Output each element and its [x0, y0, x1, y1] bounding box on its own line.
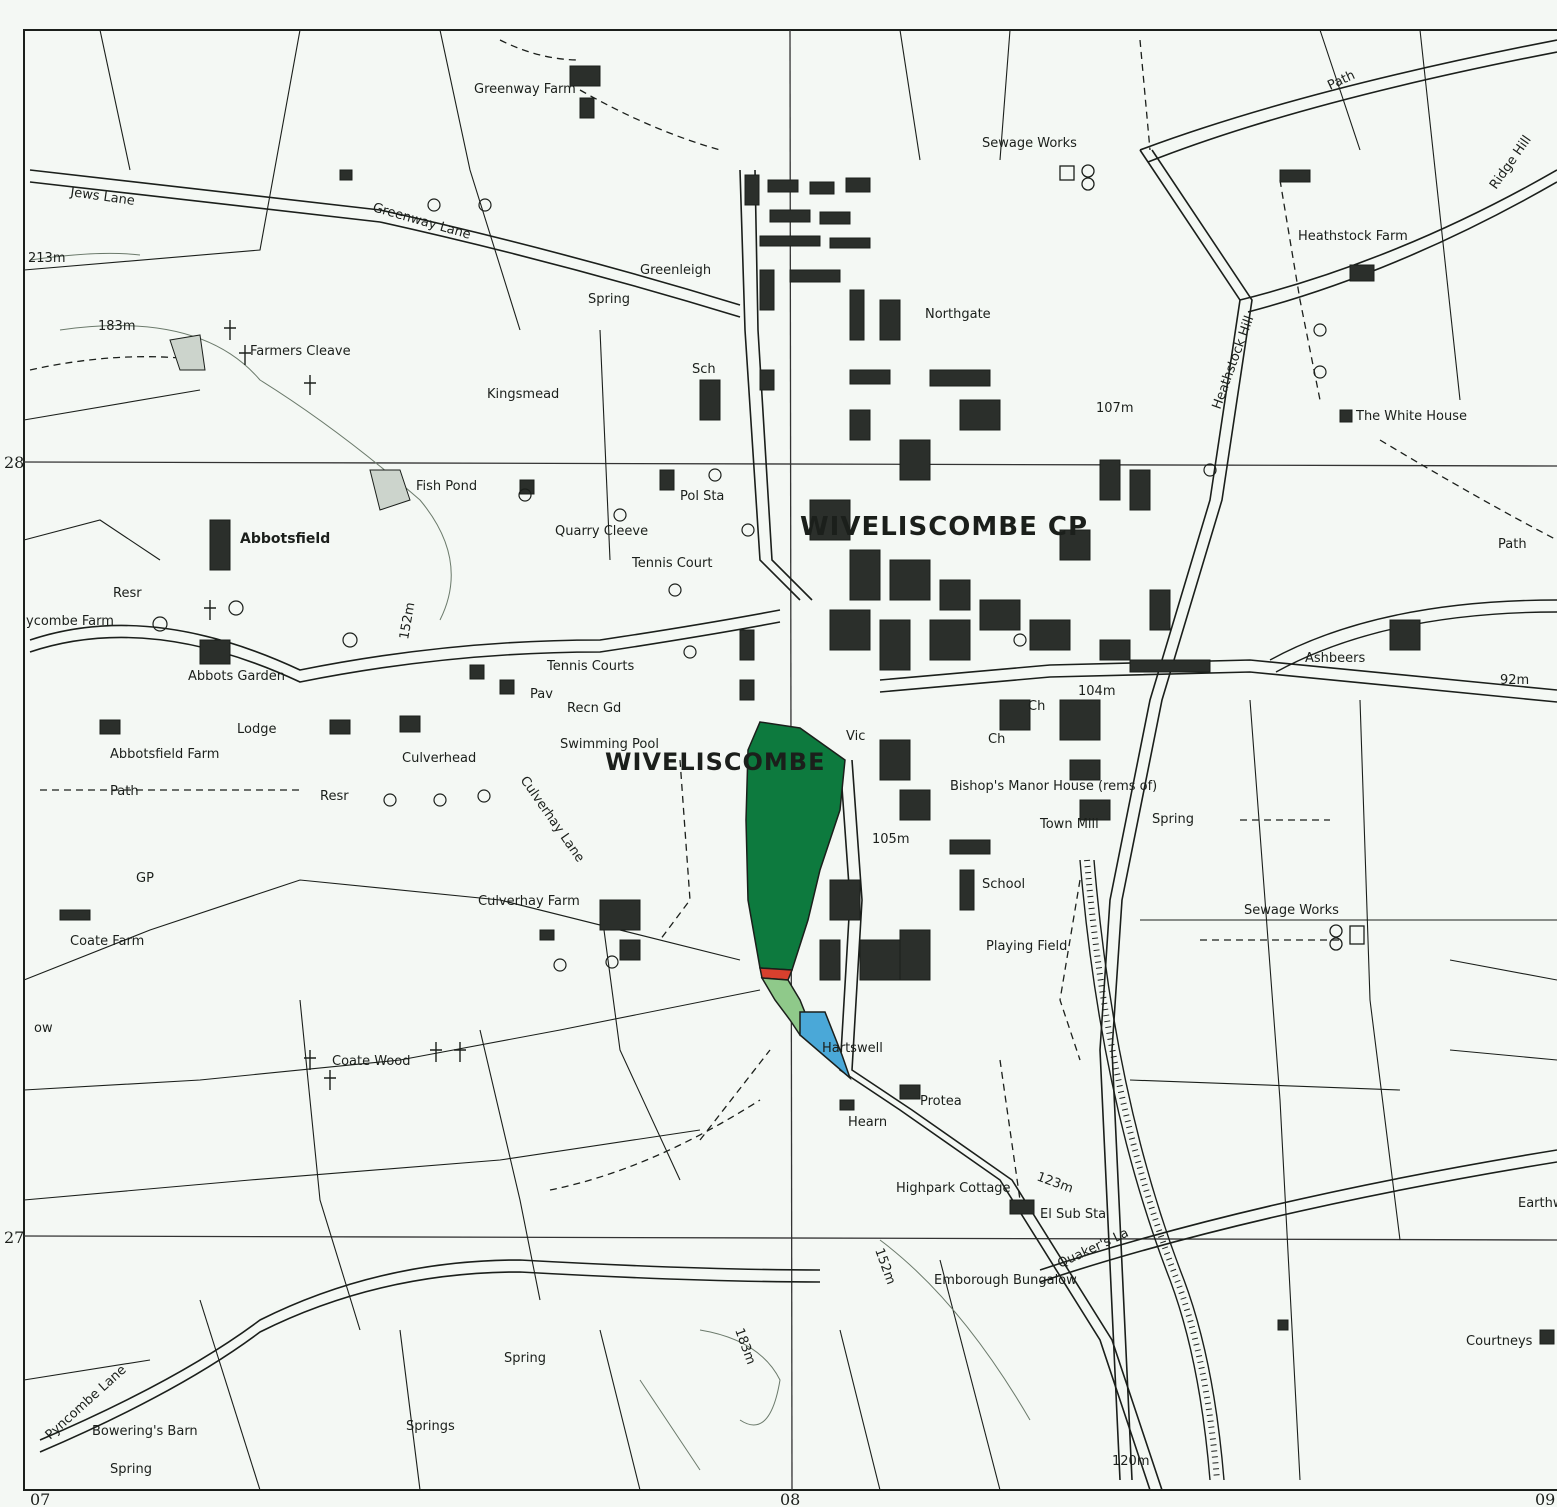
grid-label-28: 28	[4, 453, 24, 472]
tree-symbols	[152, 198, 1327, 972]
conifer-symbols	[204, 320, 466, 1090]
label-contour-120: 120m	[1112, 1454, 1149, 1469]
label-culverhead: Culverhead	[402, 751, 476, 766]
label-vic: Vic	[846, 729, 865, 744]
label-hearn: Hearn	[848, 1115, 887, 1130]
label-resr-2: Resr	[320, 789, 349, 804]
label-emborough-bungalow: Emborough Bungalow	[934, 1273, 1077, 1288]
label-lodge: Lodge	[237, 722, 276, 737]
label-abbots-garden: Abbots Garden	[188, 669, 285, 684]
label-abbotsfield-farm: Abbotsfield Farm	[110, 747, 219, 762]
label-heathstock-farm: Heathstock Farm	[1298, 229, 1408, 244]
label-highpark-cottage: Highpark Cottage	[896, 1181, 1011, 1196]
label-ch-1: Ch	[1028, 699, 1045, 714]
grid-labels: 28 27 07 08 09	[4, 453, 1555, 1507]
label-sewage-works-s: Sewage Works	[1244, 903, 1339, 918]
label-abbotsfield: Abbotsfield	[240, 531, 330, 547]
grid-label-09: 09	[1535, 1490, 1555, 1507]
label-playing-field: Playing Field	[986, 939, 1067, 954]
label-coate-farm: Coate Farm	[70, 934, 144, 949]
label-hartswell: Hartswell	[822, 1041, 883, 1056]
label-wiveliscombe: WIVELISCOMBE	[605, 748, 825, 776]
town-buildings	[59, 65, 1555, 1345]
pond-areas	[169, 334, 411, 511]
label-resr-1: Resr	[113, 586, 142, 601]
label-protea: Protea	[920, 1094, 962, 1109]
label-bishops-manor: Bishop's Manor House (rems of)	[950, 779, 1157, 794]
label-contour-152: 152m	[397, 601, 418, 641]
label-spring-3: Spring	[504, 1351, 546, 1366]
label-sewage-works-n: Sewage Works	[982, 136, 1077, 151]
label-kingsmead: Kingsmead	[487, 387, 559, 402]
label-contour-104: 104m	[1078, 684, 1115, 699]
label-recn-gd: Recn Gd	[567, 701, 621, 716]
blue-parcel[interactable]	[799, 1011, 852, 1081]
footpaths	[29, 39, 1557, 1201]
label-spring-1: Spring	[588, 292, 630, 307]
label-sch: Sch	[692, 362, 716, 377]
label-northgate: Northgate	[925, 307, 991, 322]
label-pol-sta: Pol Sta	[680, 489, 724, 504]
grid-label-27: 27	[4, 1228, 24, 1247]
label-quarry-cleeve: Quarry Cleeve	[555, 524, 648, 539]
label-spring-2: Spring	[1152, 812, 1194, 827]
label-pyncombe-farm: ycombe Farm	[26, 614, 114, 629]
label-tennis-court: Tennis Court	[631, 556, 712, 571]
label-ashbeers: Ashbeers	[1305, 651, 1365, 666]
label-earthwork: Earthw	[1518, 1196, 1557, 1211]
label-school: School	[982, 877, 1025, 892]
label-courtneys: Courtneys	[1466, 1334, 1533, 1349]
highlighted-parcels	[745, 721, 852, 1081]
label-the-white-house: The White House	[1355, 409, 1467, 424]
field-boundaries	[23, 29, 1557, 1491]
label-el-sub-sta: El Sub Sta	[1040, 1207, 1106, 1222]
label-spring-4: Spring	[110, 1462, 152, 1477]
label-farmers-cleave: Farmers Cleave	[250, 344, 351, 359]
label-ow: ow	[34, 1021, 53, 1036]
label-culverhay-farm: Culverhay Farm	[478, 894, 580, 909]
label-contour-107: 107m	[1096, 401, 1133, 416]
label-contour-92: 92m	[1500, 673, 1529, 688]
label-gp: GP	[136, 871, 154, 886]
railway	[1079, 599, 1557, 1481]
label-coate-wood: Coate Wood	[332, 1054, 410, 1069]
label-swimming-pool: Swimming Pool	[560, 737, 659, 752]
label-fish-pond: Fish Pond	[416, 479, 477, 494]
label-path-e: Path	[1498, 537, 1527, 552]
dark-green-parcel[interactable]	[745, 721, 846, 971]
label-greenleigh: Greenleigh	[640, 263, 711, 278]
label-greenway-farm: Greenway Farm	[474, 82, 576, 97]
label-springs: Springs	[406, 1419, 455, 1434]
label-pav: Pav	[530, 687, 553, 702]
label-contour-105: 105m	[872, 832, 909, 847]
label-town-mill: Town Mill	[1039, 817, 1099, 832]
sewage-symbols	[1059, 164, 1365, 951]
label-contour-213: 213m	[28, 251, 65, 266]
grid-label-07: 07	[30, 1490, 50, 1507]
label-contour-183: 183m	[98, 319, 135, 334]
grid-label-08: 08	[780, 1490, 800, 1507]
contours	[29, 252, 1031, 1471]
label-path-1: Path	[110, 784, 139, 799]
label-wiveliscombe-cp: WIVELISCOMBE CP	[800, 512, 1088, 542]
label-tennis-courts: Tennis Courts	[546, 659, 634, 674]
label-bowerings-barn: Bowering's Barn	[92, 1424, 198, 1439]
label-ch-2: Ch	[988, 732, 1005, 747]
